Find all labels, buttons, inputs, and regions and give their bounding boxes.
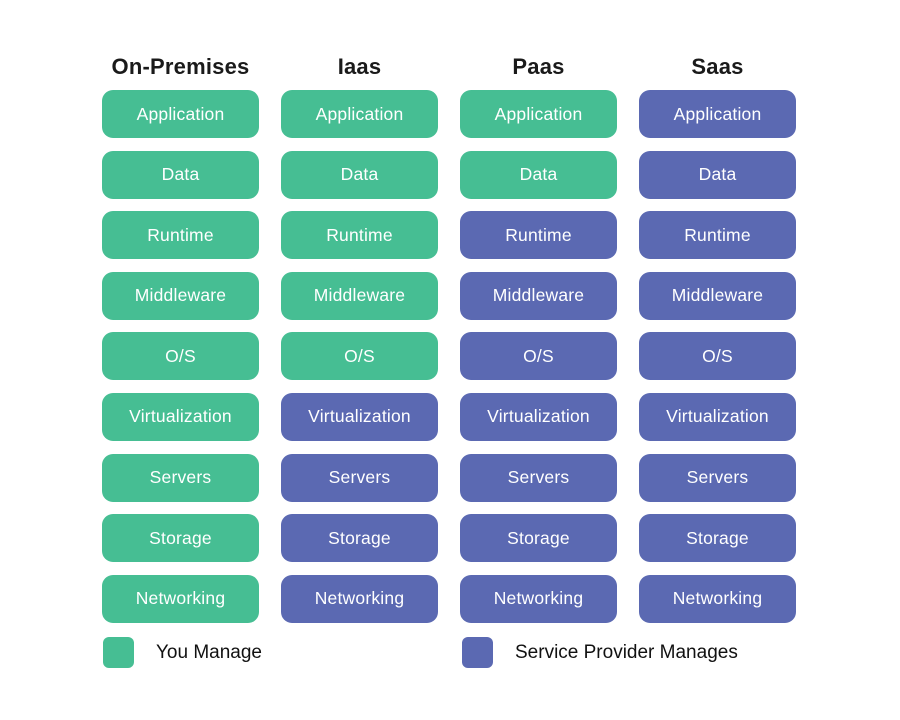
layer-box-networking: Networking (460, 574, 617, 623)
layer-box-runtime: Runtime (281, 211, 438, 260)
layer-box-virtualization: Virtualization (281, 392, 438, 441)
layer-box-runtime: Runtime (460, 211, 617, 260)
legend: You Manage Service Provider Manages (0, 637, 900, 669)
layer-box-o-s: O/S (102, 332, 259, 381)
layer-box-virtualization: Virtualization (639, 392, 796, 441)
layer-box-runtime: Runtime (102, 211, 259, 260)
layer-box-servers: Servers (460, 453, 617, 502)
legend-label-you-manage: You Manage (156, 641, 263, 663)
layer-box-storage: Storage (102, 514, 259, 563)
layer-box-networking: Networking (639, 574, 796, 623)
layer-box-servers: Servers (102, 453, 259, 502)
layer-box-middleware: Middleware (102, 271, 259, 320)
legend-item-you-manage: You Manage (103, 637, 262, 668)
column-header-saas: Saas (691, 54, 744, 79)
layer-box-networking: Networking (102, 574, 259, 623)
you-manage-swatch-icon (103, 637, 134, 668)
layer-box-data: Data (460, 150, 617, 199)
layer-box-application: Application (460, 90, 617, 138)
layer-box-servers: Servers (639, 453, 796, 502)
layer-box-o-s: O/S (639, 332, 796, 381)
layer-box-middleware: Middleware (281, 271, 438, 320)
layer-box-virtualization: Virtualization (460, 392, 617, 441)
layer-box-data: Data (639, 150, 796, 199)
layer-box-storage: Storage (639, 514, 796, 563)
layer-box-o-s: O/S (460, 332, 617, 381)
layer-box-servers: Servers (281, 453, 438, 502)
layer-box-data: Data (281, 150, 438, 199)
layer-box-storage: Storage (281, 514, 438, 563)
layer-box-runtime: Runtime (639, 211, 796, 260)
layer-box-application: Application (639, 90, 796, 138)
legend-item-service-provider: Service Provider Manages (462, 637, 738, 668)
layer-box-storage: Storage (460, 514, 617, 563)
layer-box-middleware: Middleware (639, 271, 796, 320)
layer-box-virtualization: Virtualization (102, 392, 259, 441)
layer-box-data: Data (102, 150, 259, 199)
legend-label-service-provider: Service Provider Manages (515, 641, 738, 663)
column-header-iaas: Iaas (337, 54, 382, 79)
column-header-paas: Paas (512, 54, 565, 79)
layer-box-application: Application (281, 90, 438, 138)
service-provider-swatch-icon (462, 637, 493, 668)
layer-box-application: Application (102, 90, 259, 138)
column-header-on-premises: On-Premises (111, 54, 250, 79)
layer-box-networking: Networking (281, 574, 438, 623)
layer-box-o-s: O/S (281, 332, 438, 381)
layer-box-middleware: Middleware (460, 271, 617, 320)
